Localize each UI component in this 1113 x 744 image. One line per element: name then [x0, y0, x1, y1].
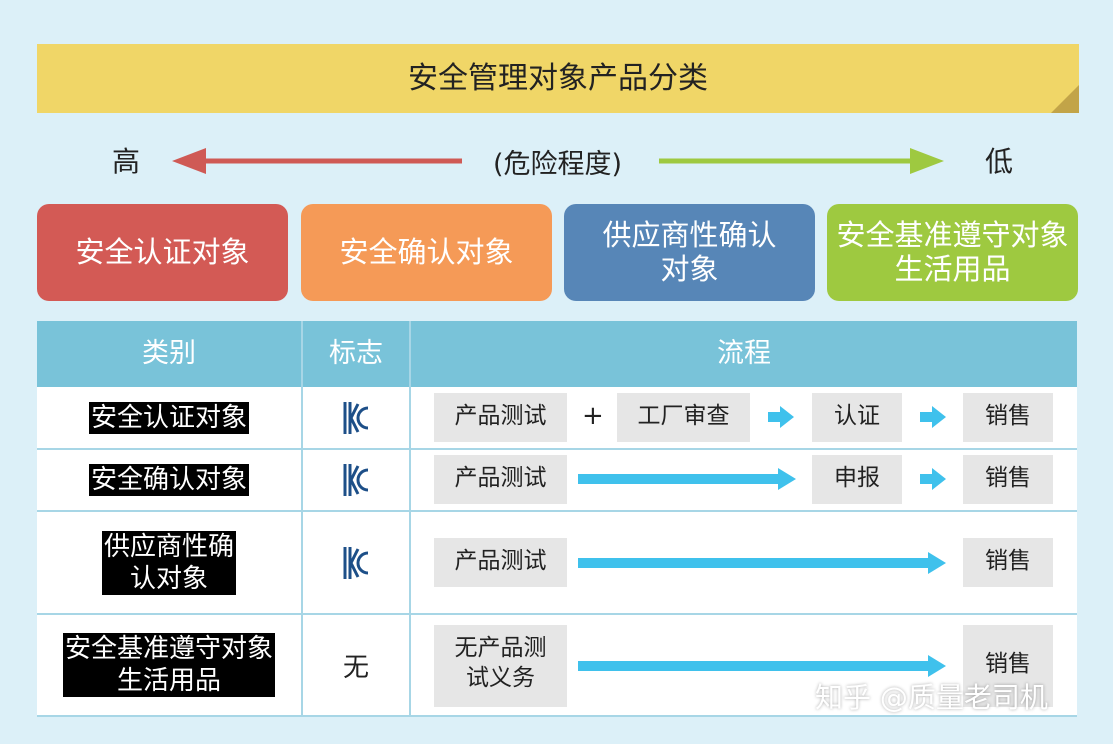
kc-mark-icon	[303, 450, 409, 510]
row-divider	[37, 715, 1077, 717]
flow-arrow-icon	[920, 468, 946, 490]
mark-cell: 无	[303, 615, 409, 715]
header-process: 流程	[717, 338, 771, 369]
level-low-label: 低	[985, 145, 1014, 178]
flow-long-arrow-icon	[578, 468, 796, 490]
flow-arrow-icon	[920, 406, 946, 428]
category-label: 安全认证对象	[88, 402, 249, 434]
category-box-safety-standard: 安全基准遵守对象 生活用品	[827, 204, 1078, 301]
title-banner: 安全管理对象产品分类	[37, 44, 1079, 113]
step-product-test: 产品测试	[434, 538, 567, 587]
danger-level-label: (危险程度)	[493, 149, 623, 180]
table-header-row: 类别 标志 流程	[37, 321, 1077, 387]
step-factory-audit: 工厂审查	[617, 393, 750, 442]
category-box-supplier-confirmation: 供应商性确认 对象	[564, 204, 815, 301]
category-label: 供应商性确 认对象	[101, 530, 236, 595]
step-sales: 销售	[963, 455, 1053, 504]
category-label: 安全确认对象	[88, 464, 249, 496]
plus-sign: +	[582, 401, 604, 431]
step-certification: 认证	[812, 393, 902, 442]
arrow-right-icon	[659, 148, 944, 174]
category-box-certification: 安全认证对象	[37, 204, 288, 301]
level-high-label: 高	[112, 145, 141, 178]
column-divider	[409, 321, 411, 717]
step-no-test-required: 无产品测 试义务	[434, 625, 567, 707]
step-declaration: 申报	[812, 455, 902, 504]
arrow-left-icon	[172, 148, 462, 174]
watermark: 知乎 @质量老司机	[815, 681, 1048, 714]
category-cell: 供应商性确 认对象	[37, 512, 301, 613]
process-table: 类别 标志 流程 安全认证对象 产品测试 + 工厂审查 认证 销售 安全确认对象	[37, 321, 1077, 717]
no-mark-label: 无	[342, 652, 369, 683]
category-label: 安全基准遵守对象 生活用品	[62, 633, 275, 697]
flow-long-arrow-icon	[578, 655, 946, 677]
step-sales: 销售	[963, 538, 1053, 587]
banner-fold-corner	[1051, 85, 1079, 113]
row-divider	[37, 510, 1077, 512]
row-divider	[37, 613, 1077, 615]
category-cell: 安全基准遵守对象 生活用品	[37, 615, 301, 715]
category-cell: 安全确认对象	[37, 450, 301, 510]
flow-arrow-icon	[768, 406, 794, 428]
page-title: 安全管理对象产品分类	[408, 61, 708, 96]
category-box-confirmation: 安全确认对象	[301, 204, 552, 301]
step-product-test: 产品测试	[434, 455, 567, 504]
flow-long-arrow-icon	[578, 552, 946, 574]
step-sales: 销售	[963, 625, 1053, 707]
kc-mark-icon	[303, 388, 409, 448]
category-cell: 安全认证对象	[37, 388, 301, 448]
column-divider	[301, 321, 303, 717]
header-category: 类别	[142, 338, 196, 369]
kc-mark-icon	[303, 512, 409, 613]
step-sales: 销售	[963, 393, 1053, 442]
header-mark: 标志	[329, 338, 383, 369]
step-product-test: 产品测试	[434, 393, 567, 442]
row-divider	[37, 448, 1077, 450]
